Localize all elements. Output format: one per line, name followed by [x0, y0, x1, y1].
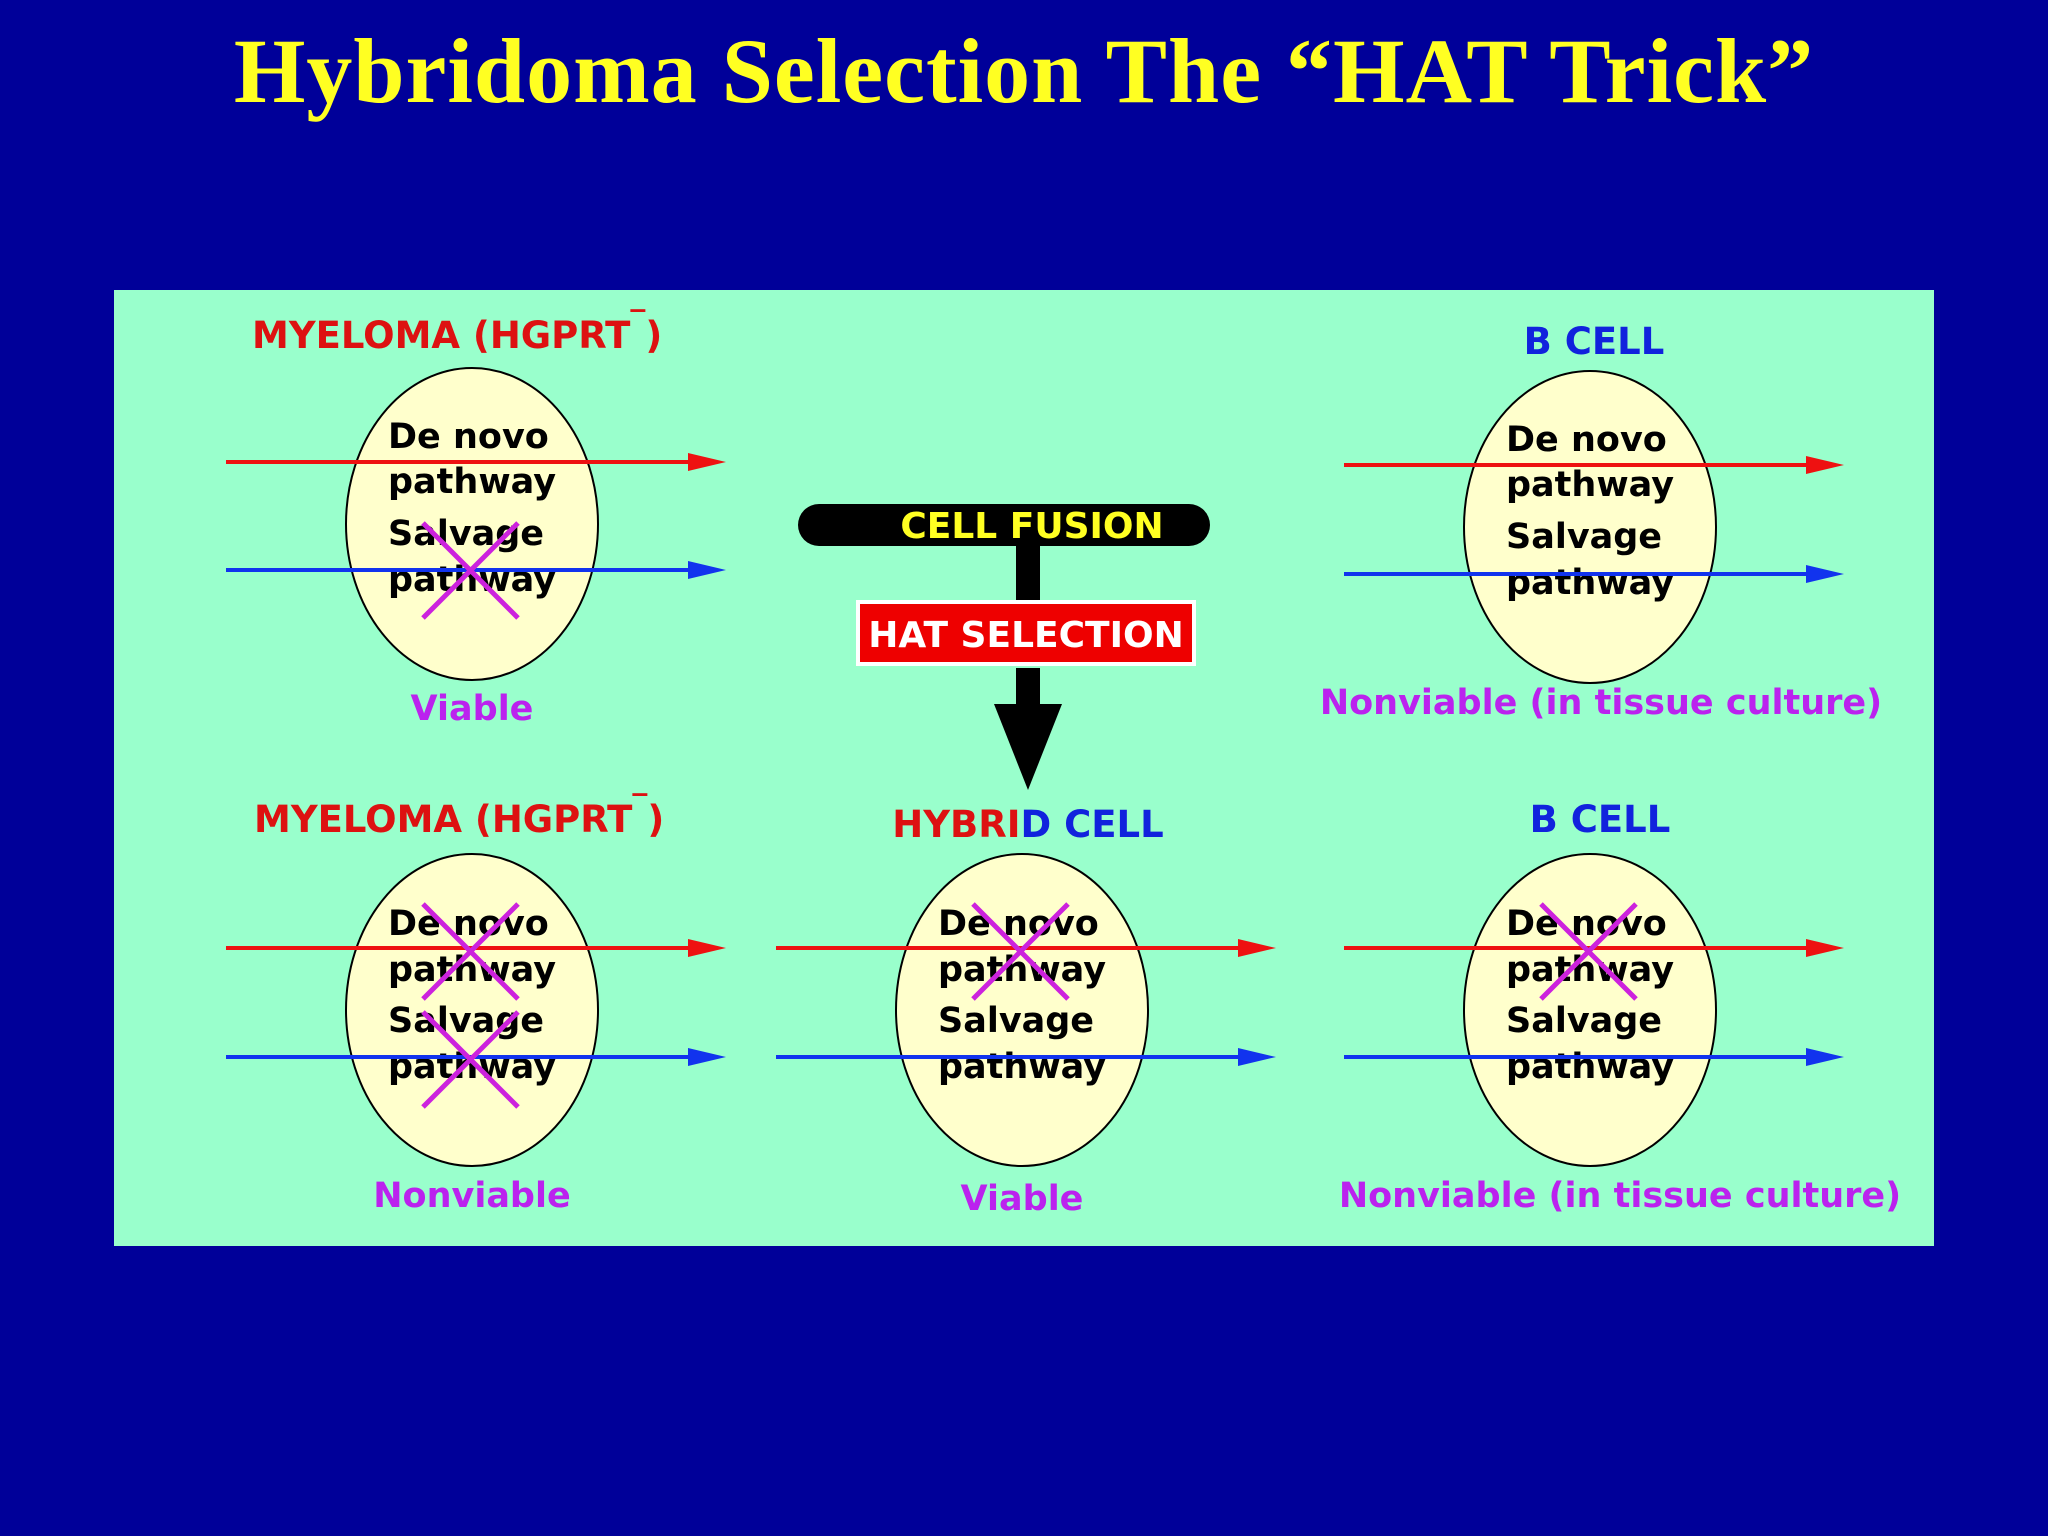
- de-novo-pathway-label: pathway: [938, 950, 1106, 990]
- de-novo-arrow: [776, 939, 1276, 957]
- status-label: Viable: [961, 1179, 1084, 1219]
- salvage-label: Salvage: [388, 1001, 544, 1041]
- salvage-blocked-x-icon: [421, 521, 520, 620]
- cell-ellipse: [1463, 853, 1717, 1167]
- de-novo-blocked-x-icon: [421, 902, 520, 1001]
- salvage-label: Salvage: [1506, 517, 1662, 557]
- bottom-left-myeloma-cell: MYELOMA (HGPRT‾) De novo pathway Salvage…: [226, 789, 726, 1216]
- status-label: Nonviable (in tissue culture): [1320, 683, 1882, 723]
- salvage-label: Salvage: [938, 1001, 1094, 1041]
- salvage-arrow: [776, 1048, 1276, 1066]
- de-novo-arrow: [1344, 939, 1844, 957]
- top-right-b-cell: B CELL De novo pathway Salvage pathway N…: [1320, 320, 1882, 723]
- b-cell-label-top: B CELL: [1524, 320, 1665, 363]
- de-novo-label: De novo: [388, 904, 549, 944]
- hat-selection-box-group: HAT SELECTION: [856, 600, 1196, 666]
- salvage-pathway-label: pathway: [938, 1047, 1106, 1087]
- bottom-center-hybrid-cell: HYBRID CELL De novo pathway Salvage path…: [776, 803, 1276, 1219]
- de-novo-pathway-label: pathway: [1506, 465, 1674, 505]
- cell-fusion-label: CELL FUSION: [900, 506, 1163, 547]
- de-novo-label: De novo: [1506, 904, 1667, 944]
- slide-title: Hybridoma Selection The “HAT Trick”: [233, 20, 1815, 122]
- salvage-blocked-x-icon: [421, 1010, 520, 1109]
- de-novo-pathway-label: pathway: [388, 462, 556, 502]
- de-novo-blocked-x-icon: [971, 902, 1070, 1001]
- b-cell-label-bottom: B CELL: [1530, 798, 1671, 841]
- cell-ellipse: [895, 853, 1149, 1167]
- diagram-panel: MYELOMA (HGPRT‾) De novo pathway Salvage…: [114, 290, 1934, 1246]
- de-novo-label: De novo: [1506, 420, 1667, 460]
- salvage-arrow: [226, 561, 726, 579]
- hat-selection-diagram: MYELOMA (HGPRT‾) De novo pathway Salvage…: [226, 305, 1901, 1219]
- hat-selection-label: HAT SELECTION: [868, 615, 1183, 656]
- salvage-pathway-label: pathway: [1506, 1047, 1674, 1087]
- de-novo-blocked-x-icon: [1539, 902, 1638, 1001]
- de-novo-pathway-label: pathway: [1506, 950, 1674, 990]
- salvage-pathway-label: pathway: [388, 1047, 556, 1087]
- de-novo-arrow: [226, 939, 726, 957]
- myeloma-label-bottom: MYELOMA (HGPRT‾): [254, 789, 664, 841]
- cell-ellipse: [345, 853, 599, 1167]
- cell-ellipse: [345, 367, 599, 681]
- salvage-arrow: [226, 1048, 726, 1066]
- de-novo-label: De novo: [938, 904, 1099, 944]
- salvage-label: Salvage: [1506, 1001, 1662, 1041]
- de-novo-label: De novo: [388, 417, 549, 457]
- top-left-myeloma-cell: MYELOMA (HGPRT‾) De novo pathway Salvage…: [226, 305, 726, 729]
- status-label: Viable: [411, 689, 534, 729]
- de-novo-arrow: [1344, 456, 1844, 474]
- de-novo-pathway-label: pathway: [388, 950, 556, 990]
- cell-fusion-banner: CELL FUSION: [798, 504, 1210, 547]
- salvage-label: Salvage: [388, 514, 544, 554]
- salvage-arrow: [1344, 1048, 1844, 1066]
- cell-fusion-box: [798, 504, 1210, 546]
- de-novo-arrow: [226, 453, 726, 471]
- hybrid-cell-label: HYBRID CELL: [892, 803, 1163, 846]
- bottom-right-b-cell: B CELL De novo pathway Salvage pathway N…: [1339, 798, 1901, 1216]
- down-arrow-icon: [994, 668, 1062, 790]
- hat-selection-box: [856, 600, 1196, 666]
- status-label: Nonviable (in tissue culture): [1339, 1176, 1901, 1216]
- status-label: Nonviable: [373, 1176, 570, 1216]
- cell-ellipse: [1463, 370, 1717, 684]
- salvage-arrow: [1344, 565, 1844, 583]
- myeloma-label-top: MYELOMA (HGPRT‾): [252, 305, 662, 357]
- salvage-pathway-label: pathway: [1506, 563, 1674, 603]
- fusion-connector: [1016, 544, 1040, 606]
